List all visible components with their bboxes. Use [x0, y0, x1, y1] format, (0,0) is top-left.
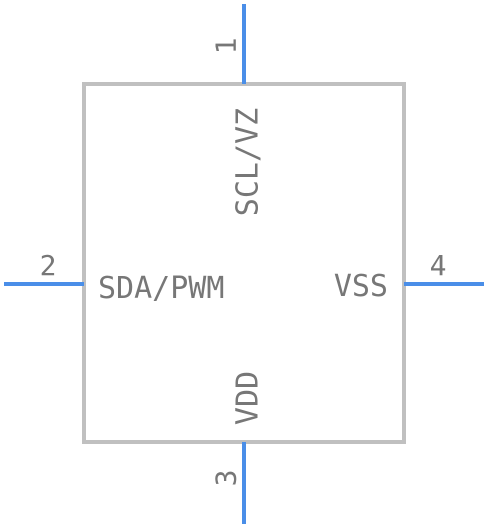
pin-3-label: VDD	[231, 371, 266, 425]
pin-1-number: 1	[210, 38, 243, 55]
pin-4-label: VSS	[334, 269, 388, 304]
pin-2-label: SDA/PWM	[98, 271, 224, 306]
pin-2-number: 2	[40, 249, 57, 282]
pin-3-number: 3	[210, 470, 243, 487]
pin-1-label: SCL/VZ	[231, 108, 266, 216]
pin-4-number: 4	[430, 249, 447, 282]
